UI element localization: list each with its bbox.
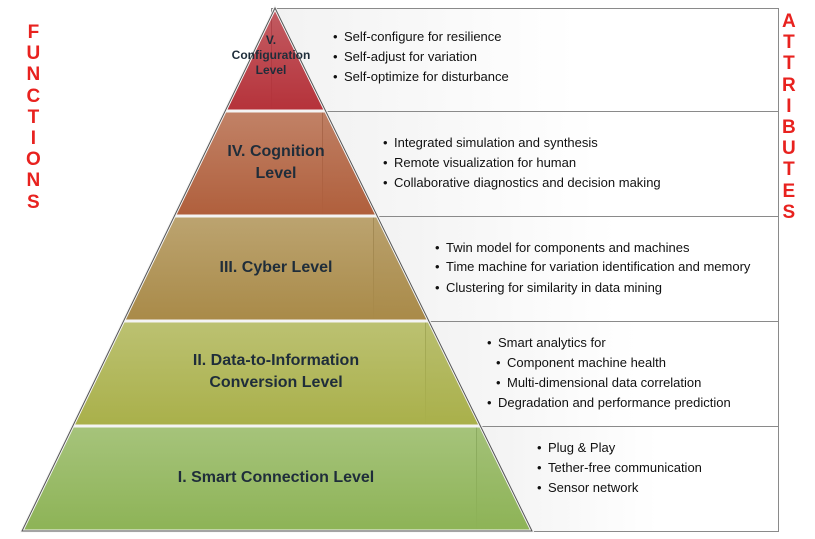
attributes-letter: B	[782, 116, 796, 138]
functions-letter: S	[27, 191, 40, 213]
functions-letter: C	[26, 85, 41, 107]
level-label-line: IV. Cognition	[227, 143, 325, 160]
attributes-letter: S	[782, 201, 796, 223]
functions-letter: U	[26, 43, 41, 65]
functions-letter: I	[30, 127, 37, 149]
attributes-letter: T	[783, 53, 795, 75]
level-label-line: I. Smart Connection Level	[177, 469, 375, 486]
attributes-letter: T	[783, 32, 795, 54]
level-label-line: Configuration	[231, 47, 311, 62]
attributes-letter: I	[786, 95, 792, 117]
attribute-item: Time machine for variation identificatio…	[435, 258, 765, 275]
attribute-item: Twin model for components and machines	[435, 238, 765, 258]
functions-letter: N	[26, 170, 41, 192]
attributes-list-level-v: Self-configure for resilienceSelf-adjust…	[333, 27, 765, 87]
functions-letter: F	[27, 22, 40, 43]
attributes-list-level-i: Plug & PlayTether-free communicationSens…	[537, 438, 765, 498]
attribute-item: Component machine health	[487, 353, 765, 373]
level-label-iii: III. Cyber Level	[156, 257, 396, 279]
functions-letter: T	[27, 106, 40, 128]
attribute-item: Sensor network	[537, 478, 765, 498]
level-label-line: III. Cyber Level	[219, 259, 333, 276]
level-label-line: II. Data-to-Information	[192, 352, 360, 369]
attributes-list-level-iv: Integrated simulation and synthesisRemot…	[383, 133, 765, 193]
attributes-list-level-iii: Twin model for components and machinesTi…	[435, 238, 765, 298]
attribute-item: Clustering for similarity in data mining	[435, 278, 765, 298]
attribute-item: Collaborative diagnostics and decision m…	[383, 173, 765, 193]
level-label-line: Level	[255, 165, 297, 182]
attributes-letter: U	[782, 138, 796, 160]
functions-letter: N	[26, 64, 41, 86]
attribute-item: Self-optimize for disturbance	[333, 67, 765, 87]
attributes-letter: E	[782, 180, 796, 202]
attribute-item: Multi-dimensional data correlation	[487, 373, 765, 393]
attributes-list-level-ii: Smart analytics forComponent machine hea…	[487, 333, 765, 413]
attribute-item: Integrated simulation and synthesis	[383, 133, 765, 153]
pyramid-outline	[21, 6, 533, 532]
attribute-item: Self-adjust for variation	[333, 47, 765, 67]
functions-letter: O	[26, 149, 41, 171]
level-label-line: Level	[255, 62, 287, 77]
attribute-item: Tether-free communication	[537, 458, 765, 478]
level-label-line: Conversion Level	[209, 374, 343, 391]
attributes-letter: A	[782, 11, 796, 32]
level-label-i: I. Smart Connection Level	[156, 467, 396, 489]
attribute-item: Plug & Play	[537, 438, 765, 458]
attribute-item: Self-configure for resilience	[333, 27, 765, 47]
attributes-letter: T	[783, 159, 795, 181]
level-label-line: V.	[265, 32, 277, 47]
attribute-item: Smart analytics for	[487, 333, 765, 353]
attributes-letter: R	[782, 74, 796, 96]
attribute-item: Degradation and performance prediction	[487, 393, 765, 413]
attribute-item: Remote visualization for human	[383, 153, 765, 173]
